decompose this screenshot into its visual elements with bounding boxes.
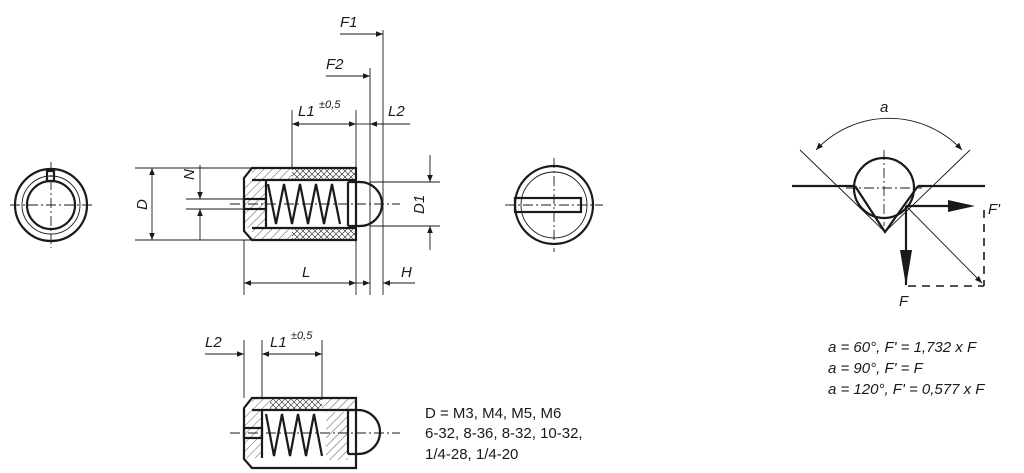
label-f1: F1 [340, 14, 358, 31]
label-l1-tolerance: ±0,5 [319, 99, 341, 111]
label-n: N [181, 169, 198, 180]
label-force-f-prime: F' [988, 201, 1001, 218]
label-d1: D1 [411, 195, 428, 214]
label-h: H [401, 264, 412, 281]
thread-note-3: 1/4-28, 1/4-20 [425, 446, 518, 463]
label-angle-a: a [880, 99, 888, 116]
label-l: L [302, 264, 310, 281]
front-end-view [505, 158, 603, 252]
formula-90: a = 90°, F' = F [828, 360, 924, 377]
label-l1: L1 [298, 103, 315, 120]
lower-section-view [205, 340, 400, 470]
label-f2: F2 [326, 56, 344, 73]
label-d: D [134, 199, 151, 210]
label-force-f: F [899, 293, 909, 310]
main-section-view [230, 166, 400, 242]
lower-label-l1-tolerance: ±0,5 [291, 330, 313, 342]
thread-note-2: 6-32, 8-36, 8-32, 10-32, [425, 425, 583, 442]
lower-label-l2: L2 [205, 334, 222, 351]
force-diagram [792, 117, 985, 287]
dimension-lines [135, 30, 440, 295]
formula-60: a = 60°, F' = 1,732 x F [828, 339, 977, 356]
rear-end-view [10, 162, 92, 248]
formula-120: a = 120°, F' = 0,577 x F [828, 381, 985, 398]
label-l2: L2 [388, 103, 405, 120]
thread-note-1: D = M3, M4, M5, M6 [425, 405, 561, 422]
lower-label-l1: L1 [270, 334, 287, 351]
